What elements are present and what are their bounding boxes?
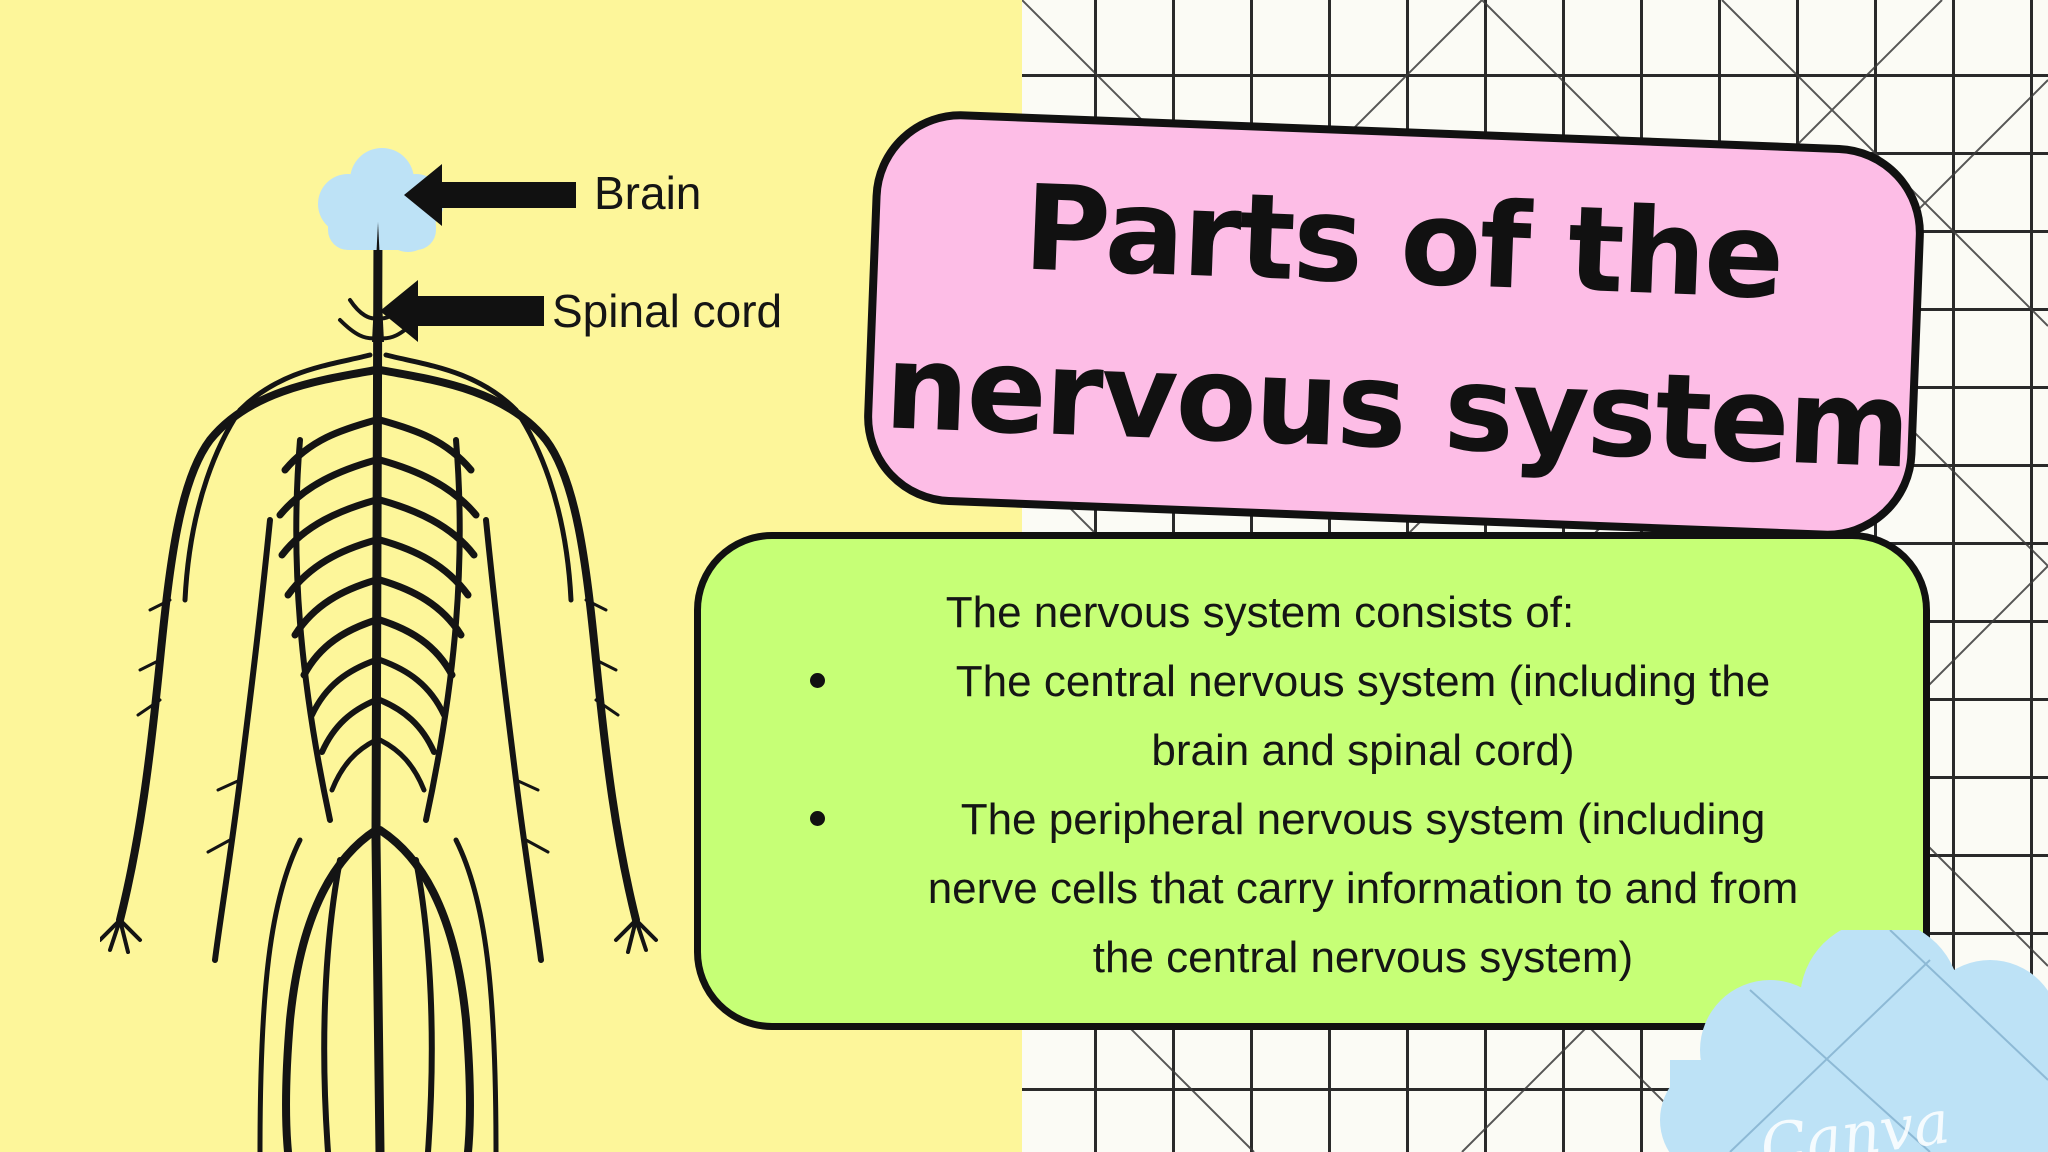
info-intro: The nervous system consists of: xyxy=(945,588,1575,637)
info-box xyxy=(694,532,1930,1030)
info-content: The nervous system consists of: The cent… xyxy=(770,578,1880,992)
nervous-system-illustration xyxy=(100,179,658,1152)
spinal-cord-arrow-icon xyxy=(380,280,544,342)
bullet-line: the central nervous system) xyxy=(1092,933,1634,982)
bullet-peripheral-nervous-system: The peripheral nervous system (including… xyxy=(770,785,1880,992)
bullet-line: brain and spinal cord) xyxy=(1151,726,1575,775)
decorative-cloud-shape xyxy=(1660,930,2048,1152)
brain-arrow-icon xyxy=(404,164,576,226)
bullet-line: The central nervous system (including th… xyxy=(955,657,1771,706)
spinal-cord-label: Spinal cord xyxy=(552,285,783,337)
bullet-dot-icon xyxy=(810,673,825,688)
bullet-dot-icon xyxy=(810,811,825,826)
info-bullet-list: The central nervous system (including th… xyxy=(770,647,1880,992)
page-title: Parts of the nervous system xyxy=(874,140,1926,508)
bullet-central-nervous-system: The central nervous system (including th… xyxy=(770,647,1880,785)
bullet-line: nerve cells that carry information to an… xyxy=(927,864,1799,913)
spinal-cord-top xyxy=(372,222,384,342)
brain-label: Brain xyxy=(594,167,702,219)
bullet-line: The peripheral nervous system (including xyxy=(960,795,1766,844)
